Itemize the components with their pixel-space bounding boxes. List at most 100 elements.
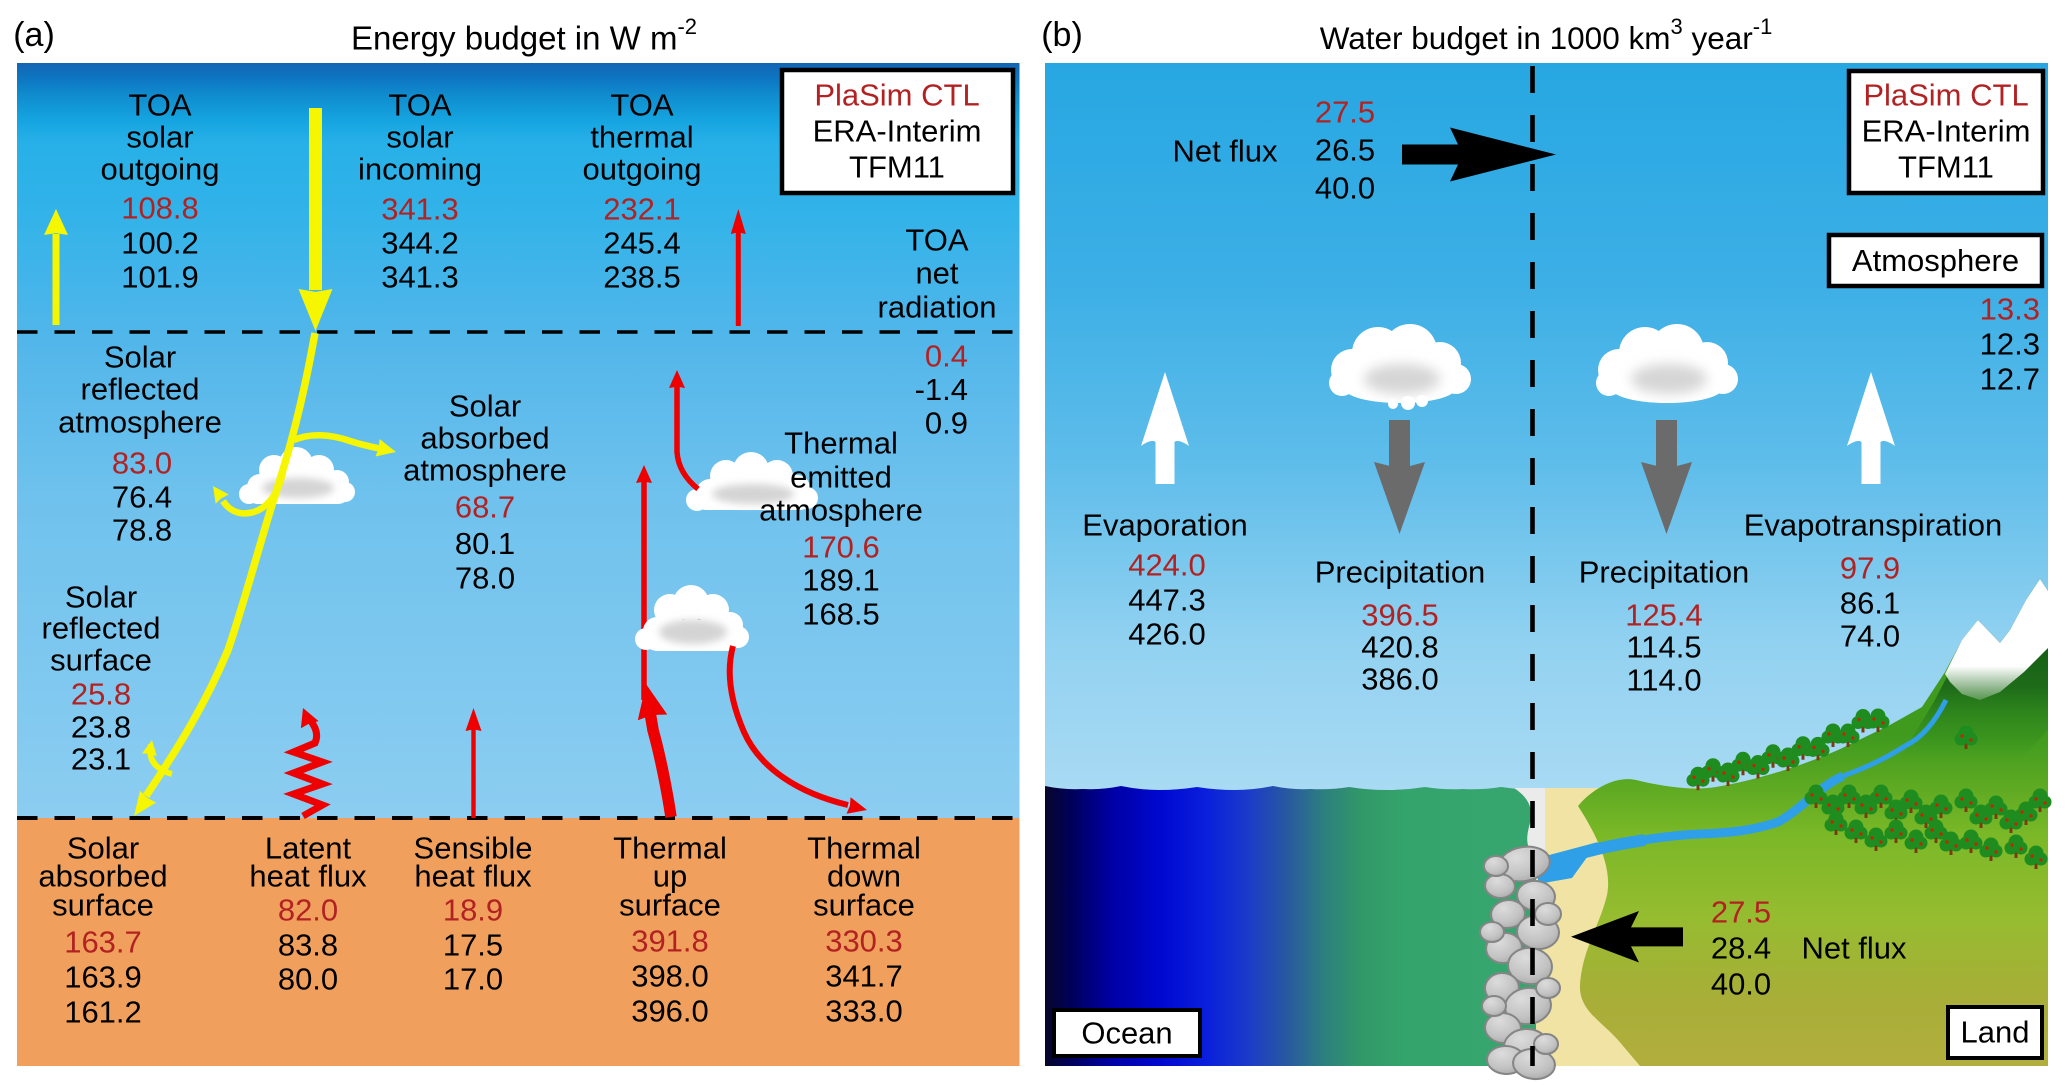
svg-text:(a): (a) — [13, 16, 55, 54]
svg-text:Solar: Solar — [449, 389, 521, 424]
svg-text:Evapotranspiration: Evapotranspiration — [1744, 508, 2003, 543]
svg-text:82.0: 82.0 — [278, 893, 338, 928]
svg-text:0.9: 0.9 — [925, 406, 968, 441]
svg-text:40.0: 40.0 — [1711, 967, 1771, 1002]
svg-text:TOA: TOA — [610, 88, 673, 123]
svg-text:232.1: 232.1 — [603, 192, 681, 227]
svg-text:PlaSim CTL: PlaSim CTL — [814, 78, 979, 113]
svg-text:Land: Land — [1961, 1015, 2030, 1050]
svg-text:12.3: 12.3 — [1980, 327, 2040, 362]
svg-text:Water budget in 1000 km3 year-: Water budget in 1000 km3 year-1 — [1320, 14, 1773, 57]
svg-text:189.1: 189.1 — [802, 563, 880, 598]
svg-text:424.0: 424.0 — [1128, 548, 1206, 583]
svg-text:Precipitation: Precipitation — [1315, 555, 1486, 590]
svg-text:absorbed: absorbed — [420, 421, 549, 456]
svg-text:344.2: 344.2 — [381, 226, 459, 261]
svg-text:solar: solar — [126, 120, 193, 155]
svg-text:396.0: 396.0 — [631, 994, 709, 1029]
svg-text:100.2: 100.2 — [121, 226, 199, 261]
svg-text:Solar: Solar — [104, 340, 176, 375]
svg-text:PlaSim CTL: PlaSim CTL — [1863, 78, 2028, 113]
svg-text:80.1: 80.1 — [455, 526, 515, 561]
svg-text:down: down — [827, 859, 901, 894]
svg-text:Solar: Solar — [67, 831, 139, 866]
svg-text:168.5: 168.5 — [802, 597, 880, 632]
svg-text:396.5: 396.5 — [1361, 598, 1439, 633]
svg-text:TOA: TOA — [128, 88, 191, 123]
svg-text:surface: surface — [813, 888, 915, 923]
svg-text:atmosphere: atmosphere — [58, 405, 222, 440]
svg-text:426.0: 426.0 — [1128, 617, 1206, 652]
svg-text:83.0: 83.0 — [112, 446, 172, 481]
svg-text:86.1: 86.1 — [1840, 586, 1900, 621]
svg-text:330.3: 330.3 — [825, 924, 903, 959]
svg-text:27.5: 27.5 — [1315, 95, 1375, 130]
svg-text:emitted: emitted — [790, 460, 892, 495]
svg-text:Energy budget in W m-2: Energy budget in W m-2 — [351, 14, 697, 57]
svg-text:78.0: 78.0 — [455, 561, 515, 596]
svg-text:ERA-Interim: ERA-Interim — [813, 114, 982, 149]
svg-text:ERA-Interim: ERA-Interim — [1862, 114, 2031, 149]
svg-text:125.4: 125.4 — [1625, 598, 1703, 633]
svg-text:Evaporation: Evaporation — [1082, 508, 1247, 543]
svg-text:163.7: 163.7 — [64, 925, 142, 960]
svg-text:78.8: 78.8 — [112, 513, 172, 548]
svg-text:Thermal: Thermal — [807, 831, 921, 866]
svg-text:26.5: 26.5 — [1315, 133, 1375, 168]
svg-text:net: net — [915, 256, 958, 291]
svg-text:23.8: 23.8 — [71, 710, 131, 745]
svg-text:thermal: thermal — [590, 120, 693, 155]
svg-text:114.0: 114.0 — [1626, 663, 1701, 698]
svg-text:40.0: 40.0 — [1315, 171, 1375, 206]
svg-text:12.7: 12.7 — [1980, 362, 2040, 397]
svg-text:Sensible: Sensible — [414, 831, 533, 866]
svg-text:0.4: 0.4 — [925, 339, 968, 374]
svg-text:Atmosphere: Atmosphere — [1852, 243, 2019, 278]
svg-text:outgoing: outgoing — [101, 152, 220, 187]
svg-text:74.0: 74.0 — [1840, 619, 1900, 654]
svg-text:23.1: 23.1 — [71, 742, 131, 777]
svg-text:Solar: Solar — [65, 580, 137, 615]
svg-text:447.3: 447.3 — [1128, 583, 1206, 618]
svg-text:radiation: radiation — [878, 290, 997, 325]
svg-text:161.2: 161.2 — [64, 995, 142, 1030]
svg-text:atmosphere: atmosphere — [759, 493, 923, 528]
svg-text:surface: surface — [52, 888, 154, 923]
svg-text:17.0: 17.0 — [443, 962, 503, 997]
svg-text:Thermal: Thermal — [784, 426, 898, 461]
svg-text:absorbed: absorbed — [38, 859, 167, 894]
svg-text:163.9: 163.9 — [64, 960, 142, 995]
svg-text:108.8: 108.8 — [121, 191, 199, 226]
svg-text:outgoing: outgoing — [583, 152, 702, 187]
svg-text:83.8: 83.8 — [278, 928, 338, 963]
svg-text:reflected: reflected — [81, 372, 200, 407]
svg-text:25.8: 25.8 — [71, 677, 131, 712]
svg-text:341.3: 341.3 — [381, 192, 459, 227]
svg-text:Net flux: Net flux — [1172, 134, 1278, 169]
svg-text:420.8: 420.8 — [1361, 630, 1439, 665]
svg-text:atmosphere: atmosphere — [403, 453, 567, 488]
svg-text:341.3: 341.3 — [381, 260, 459, 295]
svg-text:13.3: 13.3 — [1980, 292, 2040, 327]
svg-text:68.7: 68.7 — [455, 490, 515, 525]
svg-text:101.9: 101.9 — [121, 260, 199, 295]
svg-text:reflected: reflected — [42, 611, 161, 646]
svg-text:18.9: 18.9 — [443, 893, 503, 928]
svg-text:surface: surface — [619, 888, 721, 923]
svg-text:TFM11: TFM11 — [1898, 150, 1994, 185]
svg-text:Net flux: Net flux — [1801, 931, 1907, 966]
svg-text:solar: solar — [386, 120, 453, 155]
svg-text:245.4: 245.4 — [603, 226, 681, 261]
svg-text:17.5: 17.5 — [443, 928, 503, 963]
svg-text:-1.4: -1.4 — [915, 372, 968, 407]
svg-text:Thermal: Thermal — [613, 831, 727, 866]
svg-text:heat flux: heat flux — [249, 859, 367, 894]
svg-text:Ocean: Ocean — [1081, 1016, 1172, 1051]
svg-text:Latent: Latent — [265, 831, 352, 866]
svg-text:76.4: 76.4 — [112, 480, 172, 515]
svg-text:97.9: 97.9 — [1840, 551, 1900, 586]
svg-text:333.0: 333.0 — [825, 994, 903, 1029]
svg-text:up: up — [653, 859, 687, 894]
svg-text:Precipitation: Precipitation — [1579, 555, 1750, 590]
svg-text:incoming: incoming — [358, 152, 482, 187]
